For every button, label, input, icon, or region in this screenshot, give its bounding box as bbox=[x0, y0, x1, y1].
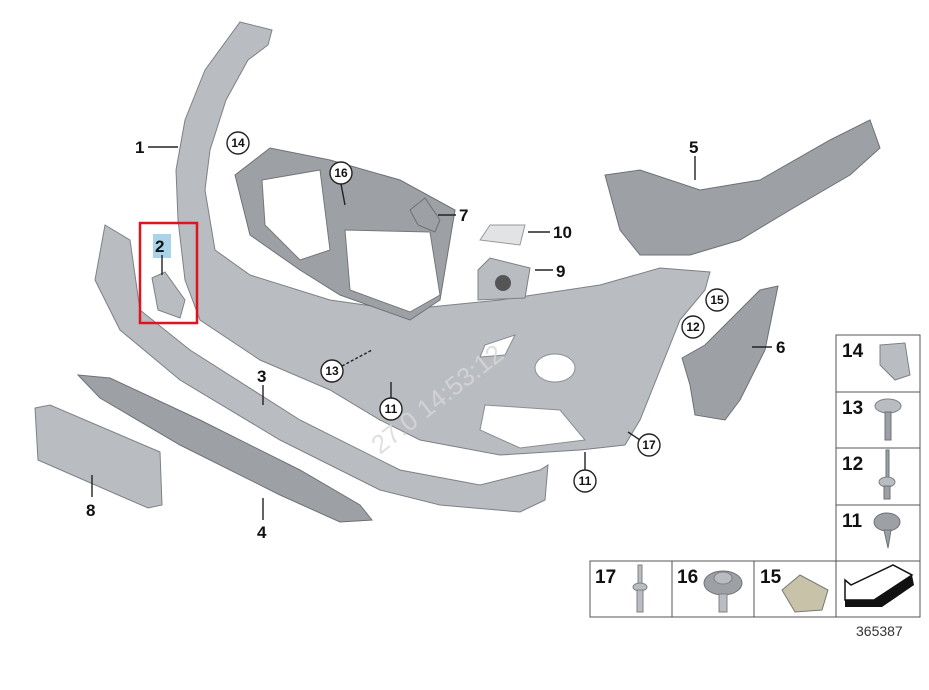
svg-text:11: 11 bbox=[385, 402, 398, 416]
svg-text:6: 6 bbox=[776, 338, 785, 357]
bumper-cover bbox=[175, 21, 711, 456]
svg-text:14: 14 bbox=[231, 136, 245, 150]
part-label-10[interactable]: 10 bbox=[528, 223, 572, 242]
part-label-6[interactable]: 6 bbox=[752, 338, 785, 357]
svg-text:11: 11 bbox=[842, 511, 863, 532]
part-label-3[interactable]: 3 bbox=[257, 367, 266, 405]
bracket-part-7 bbox=[409, 197, 441, 233]
svg-text:10: 10 bbox=[553, 223, 572, 242]
license-plate-base bbox=[34, 404, 163, 509]
bracket-part-2 bbox=[151, 271, 186, 319]
highlight-label-bg bbox=[153, 234, 171, 258]
svg-text:5: 5 bbox=[689, 138, 698, 157]
callout-11b[interactable]: 11 bbox=[573, 452, 597, 493]
svg-text:17: 17 bbox=[595, 567, 616, 588]
part-label-5[interactable]: 5 bbox=[689, 138, 698, 180]
svg-text:16: 16 bbox=[677, 567, 698, 588]
svg-text:15: 15 bbox=[760, 567, 782, 588]
svg-text:17: 17 bbox=[642, 438, 656, 452]
svg-text:16: 16 bbox=[334, 166, 348, 180]
carrier-part-5 bbox=[604, 119, 881, 256]
svg-text:3: 3 bbox=[257, 367, 266, 386]
svg-text:13: 13 bbox=[325, 364, 339, 378]
svg-text:14: 14 bbox=[842, 341, 864, 362]
part-label-2[interactable]: 2 bbox=[155, 237, 164, 275]
svg-text:1: 1 bbox=[135, 138, 144, 157]
svg-text:11: 11 bbox=[579, 474, 592, 488]
grille-frame bbox=[234, 147, 456, 321]
callout-11[interactable]: 11 bbox=[379, 382, 403, 421]
part-label-9[interactable]: 9 bbox=[535, 262, 565, 281]
callout-13[interactable]: 13 bbox=[320, 349, 373, 383]
svg-text:7: 7 bbox=[459, 206, 468, 225]
part-label-4[interactable]: 4 bbox=[257, 498, 267, 542]
callout-17[interactable]: 17 bbox=[627, 431, 661, 457]
sensor-holder bbox=[477, 257, 531, 301]
svg-text:12: 12 bbox=[842, 454, 863, 475]
svg-text:4: 4 bbox=[257, 523, 267, 542]
svg-text:9: 9 bbox=[556, 262, 565, 281]
svg-text:8: 8 bbox=[86, 501, 95, 520]
part-label-7[interactable]: 7 bbox=[438, 206, 468, 225]
callout-15[interactable]: 15 bbox=[705, 288, 729, 312]
lower-spoiler bbox=[94, 224, 549, 513]
fastener-table: 14 13 12 11 17 16 15 bbox=[589, 334, 921, 618]
bracket-part-6 bbox=[681, 285, 779, 421]
svg-text:15: 15 bbox=[710, 293, 724, 307]
callout-12[interactable]: 12 bbox=[681, 315, 705, 339]
tow-hook-cover bbox=[479, 224, 526, 246]
svg-text:12: 12 bbox=[686, 320, 700, 334]
part-label-8[interactable]: 8 bbox=[86, 475, 95, 520]
diagram-number: 365387 bbox=[856, 623, 903, 639]
highlight-box bbox=[138, 221, 199, 325]
callout-14[interactable]: 14 bbox=[226, 131, 250, 155]
trim-strip bbox=[76, 374, 373, 523]
svg-text:2: 2 bbox=[155, 237, 164, 256]
part-label-1[interactable]: 1 bbox=[135, 138, 178, 157]
table-cell-assembly-symbol bbox=[835, 560, 921, 618]
callout-16[interactable]: 16 bbox=[329, 161, 353, 206]
svg-text:13: 13 bbox=[842, 398, 863, 419]
